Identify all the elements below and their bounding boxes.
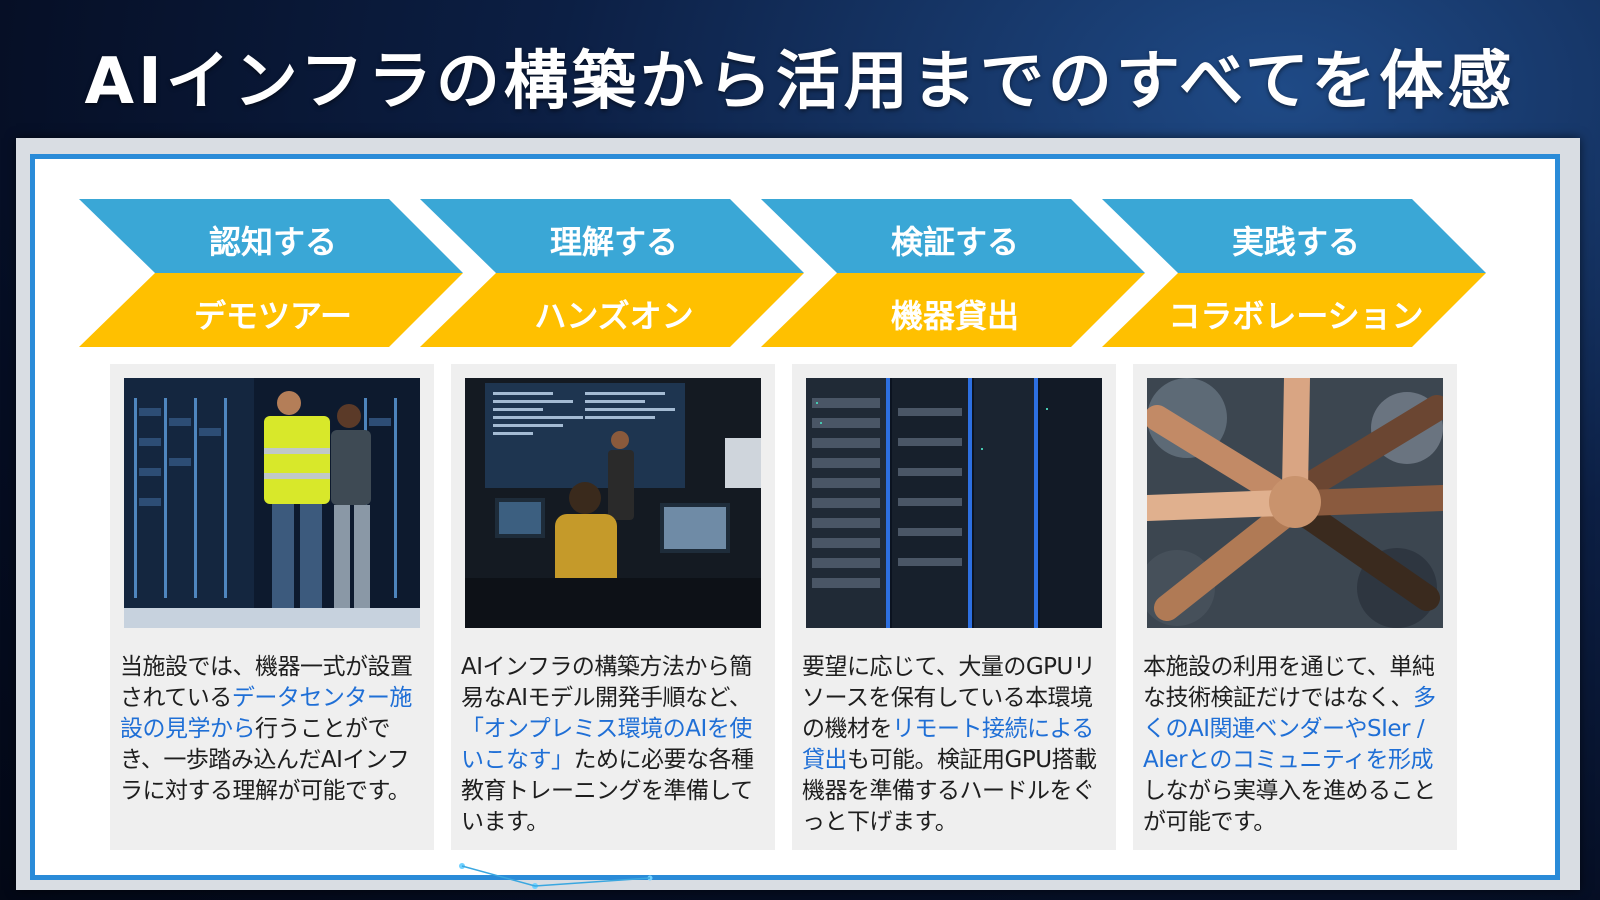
server-racks-photo	[806, 378, 1102, 628]
step-description: 当施設では、機器一式が設置されているデータセンター施設の見学から行うことができ、…	[120, 652, 430, 807]
desc-text: 当施設では、機器一式が設置されている	[120, 654, 413, 711]
stage-label: 理解する	[549, 223, 678, 261]
stage-label: 認知する	[208, 223, 337, 261]
desc-text: ために必要な各種教育トレーニングを準備しています。	[461, 747, 754, 835]
datacenter-engineers-photo	[124, 378, 420, 628]
stage-label: 実践する	[1231, 223, 1360, 261]
activity-label: コラボレーション	[1168, 297, 1424, 335]
stage-label: 検証する	[890, 223, 1019, 261]
step-description: AIインフラの構築方法から簡易なAIモデル開発手順など、「オンプレミス環境のAI…	[461, 652, 771, 838]
step-chevron-1: 認知する デモツアー	[79, 199, 467, 349]
desc-text: しながら実導入を進めることが可能です。	[1143, 778, 1436, 835]
desc-text: 要望に応じて、大量のGPUリソースを保有している本環境の機材を	[802, 654, 1096, 742]
desc-highlight: データセンター施設の見学から	[120, 685, 412, 742]
activity-label: ハンズオン	[534, 297, 694, 335]
step-description: 本施設の利用を通じて、単純な技術検証だけではなく、多くのAI関連ベンダーやSIe…	[1143, 652, 1453, 838]
desc-text: 本施設の利用を通じて、単純な技術検証だけではなく、	[1143, 654, 1435, 711]
desc-text: 行うことができ、一歩踏み込んだAIインフラに対する理解が可能です。	[120, 716, 411, 804]
content-panel: 認知する デモツアー 理解する ハンズオン 検証する 機器貸出	[30, 154, 1560, 880]
desc-text: も可能。検証用GPU搭載機器を準備するハードルをぐっと下げます。	[802, 747, 1097, 835]
activity-label: デモツアー	[193, 297, 353, 335]
page-title: AIインフラの構築から活用までのすべてを体感	[84, 45, 1516, 119]
step-card-4: 本施設の利用を通じて、単純な技術検証だけではなく、多くのAI関連ベンダーやSIe…	[1133, 364, 1457, 850]
step-description: 要望に応じて、大量のGPUリソースを保有している本環境の機材をリモート接続による…	[802, 652, 1112, 838]
desc-highlight: 多くのAI関連ベンダーやSIer / AIerとのコミュニティを形成	[1143, 685, 1436, 773]
step-chevron-2: 理解する ハンズオン	[420, 199, 808, 349]
hands-on-training-photo	[465, 378, 761, 628]
step-chevron-4: 実践する コラボレーション	[1102, 199, 1490, 349]
desc-text: AIインフラの構築方法から簡易なAIモデル開発手順など、	[461, 654, 752, 711]
team-hands-photo	[1147, 378, 1443, 628]
desc-highlight: リモート接続による貸出	[802, 716, 1094, 773]
content-frame: 認知する デモツアー 理解する ハンズオン 検証する 機器貸出	[16, 138, 1580, 890]
network-lines-decoration	[459, 863, 653, 889]
step-card-1: 当施設では、機器一式が設置されているデータセンター施設の見学から行うことができ、…	[110, 364, 434, 850]
step-card-3: 要望に応じて、大量のGPUリソースを保有している本環境の機材をリモート接続による…	[792, 364, 1116, 850]
step-card-2: AIインフラの構築方法から簡易なAIモデル開発手順など、「オンプレミス環境のAI…	[451, 364, 775, 850]
activity-label: 機器貸出	[890, 297, 1019, 335]
desc-highlight: 「オンプレミス環境のAIを使いこなす」	[461, 716, 752, 773]
step-chevron-3: 検証する 機器貸出	[761, 199, 1149, 349]
